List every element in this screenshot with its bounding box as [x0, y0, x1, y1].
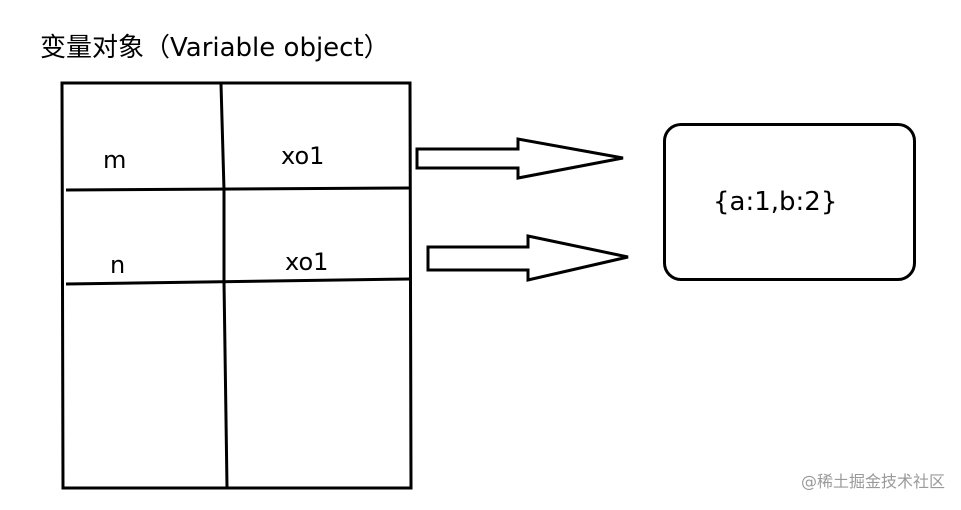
heap-object-box — [663, 123, 916, 281]
reference-arrow-1 — [415, 137, 624, 180]
table-row-divider-1 — [65, 186, 411, 192]
diagram-title: 变量对象（Variable object） — [40, 33, 390, 63]
table-frame — [60, 81, 413, 490]
reference-arrow-2 — [426, 234, 629, 282]
variable-value-m: xo1 — [281, 142, 325, 170]
variable-value-n: xo1 — [285, 248, 329, 276]
watermark: @稀土掘金技术社区 — [800, 472, 945, 491]
variable-name-n: n — [110, 251, 126, 279]
table-row-divider-2 — [65, 277, 411, 286]
table-column-divider — [219, 83, 229, 488]
heap-object-value: {a:1,b:2} — [713, 187, 838, 217]
variable-name-m: m — [103, 146, 127, 174]
